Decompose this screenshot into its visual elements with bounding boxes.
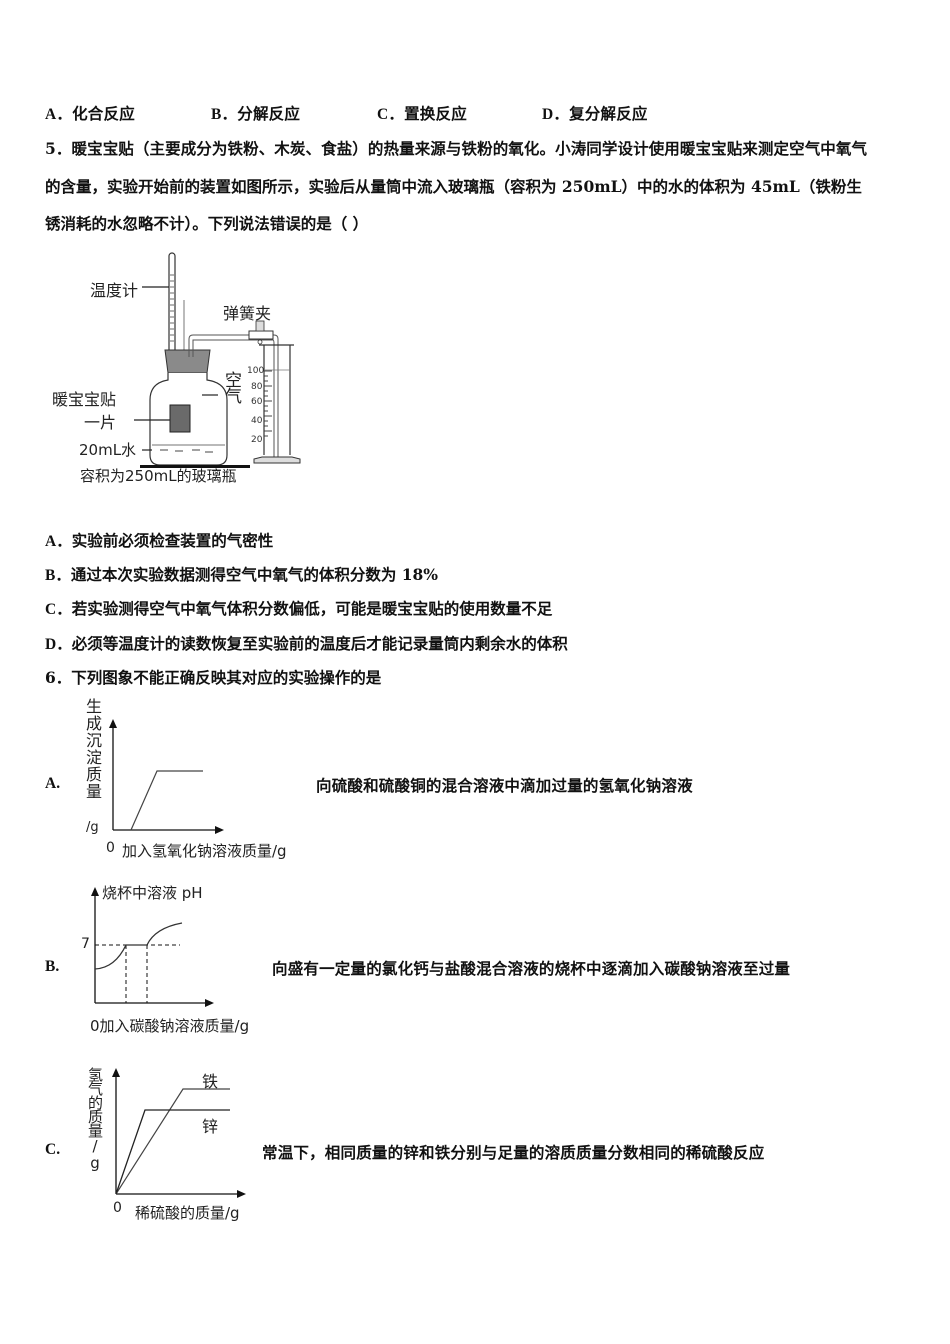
- chart-c-xlabel: 稀硫酸的质量/g: [135, 1204, 240, 1222]
- cylinder-tick-60: 60: [251, 397, 263, 407]
- water-label: 20mL水: [79, 441, 137, 459]
- q6-option-c-label: C.: [45, 1141, 61, 1158]
- q5-number: 5．: [45, 139, 72, 158]
- chart-c-series-zinc-label: 锌: [202, 1117, 219, 1136]
- chart-c-ylabel: 氢气的质量/g: [86, 1067, 104, 1171]
- q6-option-b-label: B.: [45, 958, 60, 975]
- q5-stem-line3: 锈消耗的水忽略不计）。下列说法错误的是（ ）: [45, 214, 369, 233]
- q6-number: 6．: [45, 668, 72, 687]
- q5-apparatus-figure: 100 80 60 40 20 温度计 弹簧夹 空气 暖宝宝贴 一片 20mL水…: [42, 245, 312, 490]
- q5-option-a: A．实验前必须检查装置的气密性: [45, 531, 274, 550]
- q5-option-d: D．必须等温度计的读数恢复至实验前的温度后才能记录量筒内剩余水的体积: [45, 634, 568, 653]
- chart-b-ytick-7: 7: [81, 936, 90, 952]
- q5-option-c: C．若实验测得空气中氧气体积分数偏低，可能是暖宝宝贴的使用数量不足: [45, 599, 553, 618]
- q6-chart-b: 烧杯中溶液 pH 7 0加入碳酸钠溶液质量/g: [80, 878, 310, 1038]
- chart-a-yunit: /g: [86, 820, 99, 835]
- chart-a-plot: [109, 719, 224, 834]
- cylinder-tick-20: 20: [251, 435, 263, 445]
- cylinder-tick-80: 80: [251, 382, 263, 392]
- q4-option-d: D．复分解反应: [542, 104, 648, 123]
- q6-option-a-label: A.: [45, 775, 61, 792]
- q6-chart-a: 生成沉淀质量 /g 0 加入氢氧化钠溶液质量/g: [80, 695, 310, 865]
- q6-option-b-description: 向盛有一定量的氯化钙与盐酸混合溶液的烧杯中逐滴加入碳酸钠溶液至过量: [272, 959, 791, 978]
- chart-c-plot: [112, 1068, 246, 1198]
- q6-chart-c: 氢气的质量/g 铁 锌 0 稀硫酸的质量/g: [80, 1062, 310, 1227]
- clamp-label: 弹簧夹: [223, 304, 272, 323]
- q5-option-b: B．通过本次实验数据测得空气中氧气的体积分数为 18%: [45, 565, 439, 584]
- cylinder-tick-40: 40: [251, 416, 263, 426]
- patch-label-1: 暖宝宝贴: [52, 390, 117, 409]
- patch-label-2: 一片: [84, 413, 117, 432]
- thermometer-label: 温度计: [90, 281, 139, 300]
- chart-c-series-iron-label: 铁: [202, 1072, 219, 1091]
- q4-option-a: A．化合反应: [45, 104, 135, 123]
- chart-b-ylabel: 烧杯中溶液 pH: [102, 884, 203, 902]
- q6-option-c-description: 常温下，相同质量的锌和铁分别与足量的溶质质量分数相同的稀硫酸反应: [262, 1143, 765, 1162]
- air-label: 空气: [221, 371, 241, 403]
- q5-stem-line2: 的含量，实验开始前的装置如图所示，实验后从量筒中流入玻璃瓶（容积为 250mL）…: [45, 177, 862, 196]
- q6-option-a-description: 向硫酸和硫酸铜的混合溶液中滴加过量的氢氧化钠溶液: [316, 776, 693, 795]
- chart-b-xlabel: 0加入碳酸钠溶液质量/g: [90, 1017, 250, 1035]
- chart-a-xlabel: 加入氢氧化钠溶液质量/g: [122, 842, 287, 860]
- q6-stem: 6．下列图象不能正确反映其对应的实验操作的是: [45, 668, 382, 687]
- apparatus-diagram: 100 80 60 40 20: [134, 252, 301, 468]
- chart-c-origin: 0: [113, 1200, 122, 1216]
- q4-option-c: C．置换反应: [377, 104, 467, 123]
- q5-stem-line1: 5．暖宝宝贴（主要成分为铁粉、木炭、食盐）的热量来源与铁粉的氧化。小涛同学设计使…: [45, 139, 868, 158]
- q4-option-b: B．分解反应: [211, 104, 301, 123]
- bottle-caption: 容积为250mL的玻璃瓶: [80, 467, 237, 485]
- chart-b-plot: [91, 887, 214, 1007]
- chart-a-ylabel: 生成沉淀质量: [83, 698, 102, 800]
- cylinder-tick-100: 100: [247, 366, 264, 376]
- chart-a-origin: 0: [106, 840, 115, 856]
